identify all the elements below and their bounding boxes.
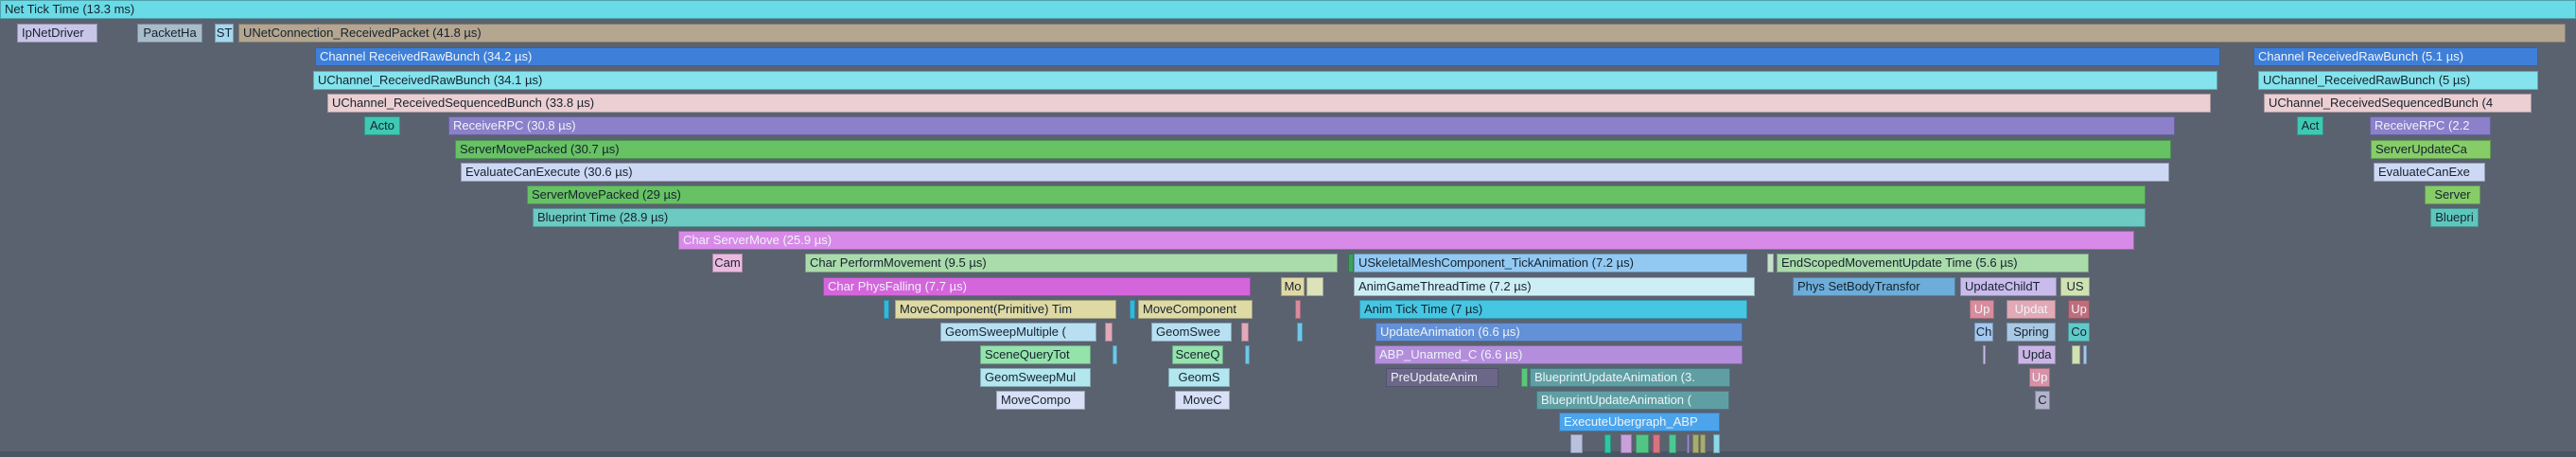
- timing-bar[interactable]: AnimGameThreadTime (7.2 µs): [1354, 277, 1755, 296]
- timing-bar[interactable]: PacketHa: [137, 24, 202, 43]
- timing-bar[interactable]: GeomSweepMul: [980, 368, 1091, 387]
- timing-sliver[interactable]: [1521, 368, 1528, 387]
- timing-bar[interactable]: Net Tick Time (13.3 ms): [0, 0, 2576, 19]
- timing-bar[interactable]: Channel ReceivedRawBunch (5.1 µs): [2253, 47, 2538, 66]
- timing-sliver[interactable]: [1130, 300, 1135, 319]
- timing-bar[interactable]: Act: [2297, 116, 2323, 135]
- timing-sliver[interactable]: [1621, 434, 1632, 453]
- timing-bar[interactable]: UpdateChildT: [1960, 277, 2057, 296]
- timing-bar[interactable]: IpNetDriver: [17, 24, 97, 43]
- timing-sliver[interactable]: [1692, 434, 1699, 453]
- timing-bar[interactable]: ReceiveRPC (2.2: [2370, 116, 2491, 135]
- timing-bar[interactable]: Co: [2068, 323, 2090, 342]
- timing-sliver[interactable]: [1653, 434, 1660, 453]
- timing-bar[interactable]: Up: [1970, 300, 1994, 319]
- timing-bar[interactable]: ServerMovePacked (30.7 µs): [455, 140, 2171, 159]
- timing-bar[interactable]: BlueprintUpdateAnimation (: [1536, 391, 1729, 410]
- timing-bar[interactable]: GeomS: [1168, 368, 1230, 387]
- timing-sliver[interactable]: [1700, 434, 1706, 453]
- timing-bar[interactable]: Char PhysFalling (7.7 µs): [823, 277, 1251, 296]
- timing-sliver[interactable]: [1295, 300, 1301, 319]
- timing-sliver[interactable]: [1767, 254, 1774, 272]
- timing-bar[interactable]: Up: [2068, 300, 2090, 319]
- timing-bar[interactable]: ServerMovePacked (29 µs): [527, 185, 2146, 204]
- timing-bar[interactable]: Upda: [2018, 345, 2056, 364]
- timing-bar[interactable]: ServerUpdateCa: [2371, 140, 2491, 159]
- timing-bar[interactable]: EndScopedMovementUpdate Time (5.6 µs): [1777, 254, 2089, 272]
- timing-bar[interactable]: SceneQueryTot: [980, 345, 1091, 364]
- timing-sliver[interactable]: [1348, 254, 1354, 272]
- timing-sliver[interactable]: [1297, 323, 1303, 342]
- timing-sliver[interactable]: [1687, 434, 1690, 453]
- timing-bar[interactable]: Char PerformMovement (9.5 µs): [805, 254, 1338, 272]
- timing-bar[interactable]: MoveComponent: [1138, 300, 1253, 319]
- timing-bar[interactable]: ExecuteUbergraph_ABP: [1559, 413, 1720, 431]
- timing-bar[interactable]: Anim Tick Time (7 µs): [1359, 300, 1747, 319]
- timing-sliver[interactable]: [1604, 434, 1611, 453]
- timing-bar[interactable]: UChannel_ReceivedRawBunch (5 µs): [2258, 71, 2538, 90]
- timing-sliver[interactable]: [1105, 323, 1113, 342]
- timing-bar[interactable]: Spring: [2006, 323, 2056, 342]
- timing-bar[interactable]: EvaluateCanExe: [2374, 163, 2485, 182]
- timing-bar[interactable]: C: [2035, 391, 2050, 410]
- timing-bar[interactable]: MoveComponent(Primitive) Tim: [895, 300, 1116, 319]
- timing-bar[interactable]: Mo: [1281, 277, 1305, 296]
- timing-bar[interactable]: ReceiveRPC (30.8 µs): [448, 116, 2175, 135]
- timing-bar[interactable]: UChannel_ReceivedRawBunch (34.1 µs): [313, 71, 2217, 90]
- timing-sliver[interactable]: [1983, 345, 1986, 364]
- timing-bar[interactable]: Char ServerMove (25.9 µs): [678, 231, 2134, 250]
- timing-bar[interactable]: PreUpdateAnim: [1386, 368, 1498, 387]
- timing-sliver[interactable]: [1570, 434, 1583, 453]
- timing-sliver[interactable]: [1245, 345, 1250, 364]
- timing-bar[interactable]: Cam: [712, 254, 743, 272]
- timing-bar[interactable]: Channel ReceivedRawBunch (34.2 µs): [315, 47, 2220, 66]
- timing-bar[interactable]: USkeletalMeshComponent_TickAnimation (7.…: [1354, 254, 1747, 272]
- bottom-band: [0, 451, 2576, 457]
- timing-sliver[interactable]: [1113, 345, 1117, 364]
- timing-sliver[interactable]: [1713, 434, 1720, 453]
- timing-bar[interactable]: Blueprint Time (28.9 µs): [533, 208, 2146, 227]
- timing-bar[interactable]: UChannel_ReceivedSequencedBunch (4: [2264, 94, 2532, 113]
- timing-sliver[interactable]: [2072, 345, 2080, 364]
- timing-bar[interactable]: UpdateAnimation (6.6 µs): [1376, 323, 1743, 342]
- timing-bar[interactable]: EvaluateCanExecute (30.6 µs): [461, 163, 2169, 182]
- timing-sliver[interactable]: [1241, 323, 1249, 342]
- timing-sliver[interactable]: [1669, 434, 1676, 453]
- timing-bar[interactable]: US: [2060, 277, 2090, 296]
- timing-sliver[interactable]: [2083, 345, 2087, 364]
- timing-bar[interactable]: BlueprintUpdateAnimation (3.: [1530, 368, 1730, 387]
- timing-bar[interactable]: SceneQ: [1172, 345, 1223, 364]
- timing-bar[interactable]: Up: [2029, 368, 2050, 387]
- timing-bar[interactable]: Server: [2425, 185, 2480, 204]
- timing-bar[interactable]: MoveCompo: [996, 391, 1085, 410]
- timing-sliver[interactable]: [1636, 434, 1649, 453]
- timing-bar[interactable]: Bluepri: [2430, 208, 2479, 227]
- timing-bar[interactable]: Acto: [364, 116, 400, 135]
- timing-bar[interactable]: Phys SetBodyTransfor: [1793, 277, 1955, 296]
- timing-bar[interactable]: ST: [215, 24, 234, 43]
- timing-bar[interactable]: GeomSwee: [1151, 323, 1232, 342]
- timing-sliver[interactable]: [884, 300, 889, 319]
- timing-bar[interactable]: Ch: [1974, 323, 1993, 342]
- timing-bar[interactable]: ABP_Unarmed_C (6.6 µs): [1375, 345, 1743, 364]
- timing-bar[interactable]: UNetConnection_ReceivedPacket (41.8 µs): [238, 24, 2566, 43]
- timing-bar[interactable]: MoveC: [1175, 391, 1230, 410]
- timing-bar[interactable]: Updat: [2006, 300, 2056, 319]
- timing-sliver[interactable]: [1306, 277, 1323, 296]
- timing-bar[interactable]: GeomSweepMultiple (: [940, 323, 1096, 342]
- timing-bar[interactable]: UChannel_ReceivedSequencedBunch (33.8 µs…: [327, 94, 2211, 113]
